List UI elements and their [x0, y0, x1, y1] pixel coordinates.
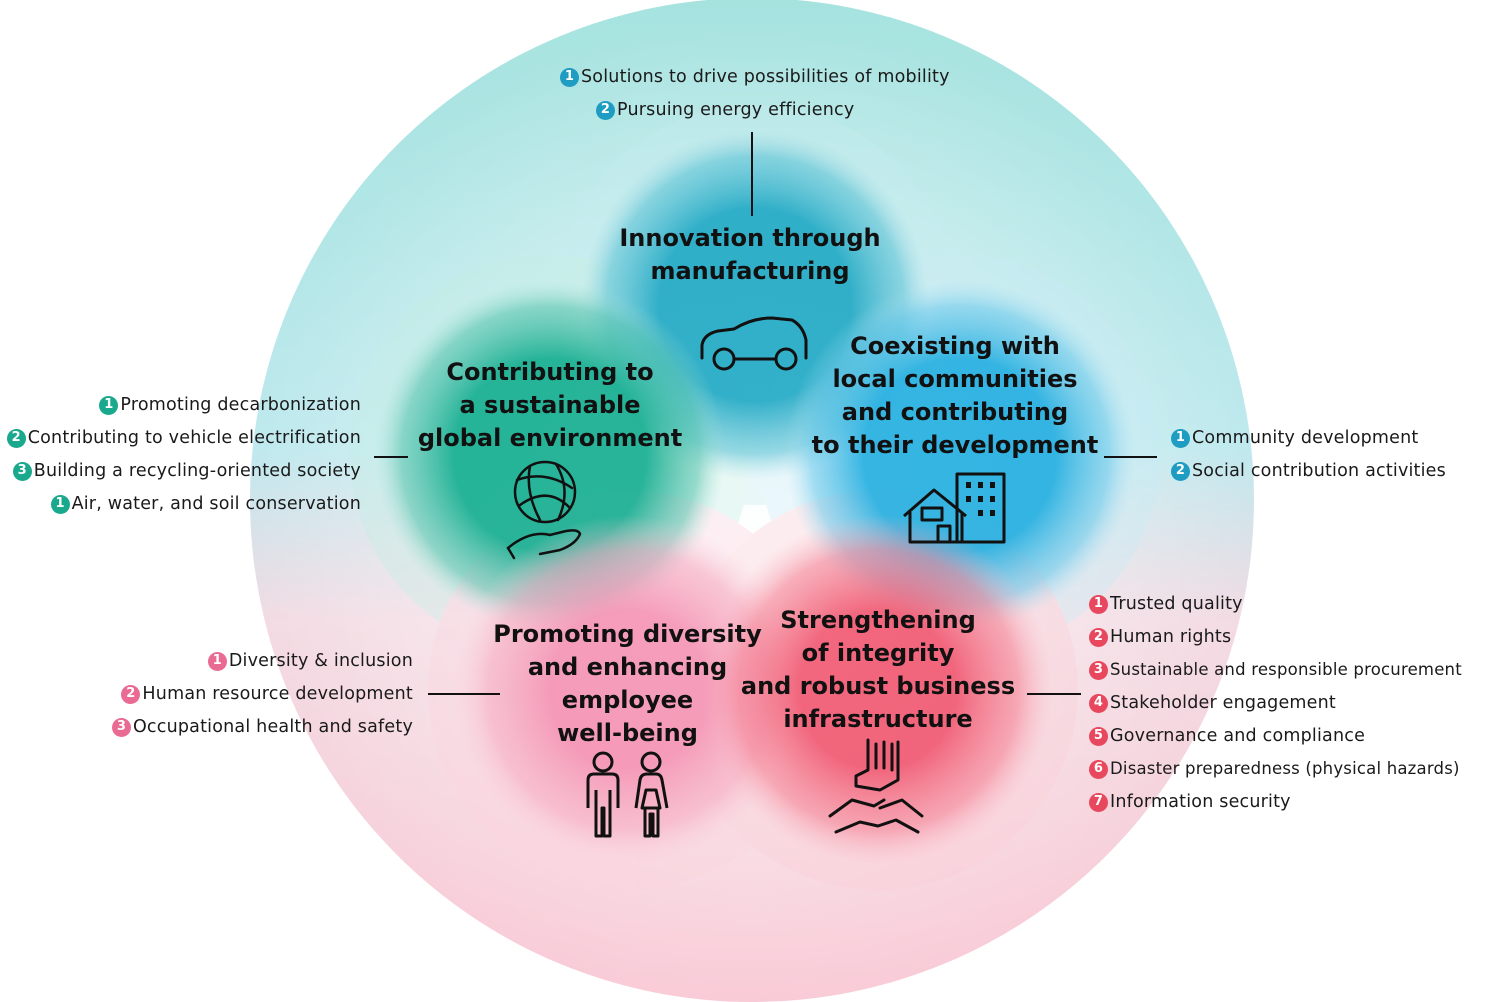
number-badge: 2 [1171, 461, 1190, 481]
item-text: Sustainable and responsible procurement [1110, 660, 1462, 679]
item-text: Solutions to drive possibilities of mobi… [581, 67, 950, 87]
stacked-hands-icon [828, 738, 924, 834]
innovation-item: 2 Pursuing energy efficiency [596, 99, 854, 121]
number-badge: 2 [596, 100, 615, 120]
title-line: manufacturing [650, 257, 850, 285]
item-text: Human resource development [142, 684, 413, 704]
number-badge: 3 [1089, 660, 1108, 680]
title-line: infrastructure [783, 705, 973, 733]
diversity-item: 1 Diversity & inclusion [0, 650, 413, 672]
title-line: local communities [832, 365, 1078, 393]
communities-title: Coexisting with local communities and co… [805, 330, 1105, 462]
item-text: Occupational health and safety [132, 717, 413, 737]
environment-item: 1 Promoting decarbonization [0, 394, 361, 416]
environment-title: Contributing to a sustainable global env… [400, 356, 700, 455]
item-text: Building a recycling-oriented society [33, 461, 361, 481]
number-badge: 1 [50, 494, 70, 514]
diversity-item: 3 Occupational health and safety [0, 716, 413, 738]
item-text: Contributing to vehicle electrification [27, 428, 361, 448]
globe-in-hand-icon [506, 460, 582, 560]
number-badge: 3 [111, 717, 131, 737]
number-badge: 3 [12, 461, 32, 481]
title-line: Contributing to [446, 358, 654, 386]
item-text: Stakeholder engagement [1110, 693, 1336, 713]
item-text: Promoting decarbonization [120, 395, 361, 415]
item-text: Social contribution activities [1192, 461, 1446, 481]
item-text: Governance and compliance [1110, 726, 1366, 746]
number-badge: 4 [1089, 693, 1108, 713]
item-text: Community development [1192, 428, 1419, 448]
item-text: Air, water, and soil conservation [71, 494, 361, 514]
integrity-item: 3 Sustainable and responsible procuremen… [1089, 659, 1462, 681]
number-badge: 5 [1089, 726, 1108, 746]
integrity-circle [703, 515, 1053, 865]
number-badge: 1 [1089, 594, 1108, 614]
communities-item: 2 Social contribution activities [1171, 460, 1446, 482]
item-text: Information security [1110, 792, 1291, 812]
item-text: Human rights [1110, 627, 1232, 647]
title-line: to their development [811, 431, 1099, 459]
number-badge: 2 [1089, 627, 1108, 647]
house-and-building-icon [903, 472, 1006, 544]
title-line: well-being [557, 719, 698, 747]
integrity-title: Strengthening of integrity and robust bu… [728, 604, 1028, 736]
title-line: a sustainable [459, 391, 641, 419]
innovation-item: 1 Solutions to drive possibilities of mo… [560, 66, 950, 88]
number-badge: 6 [1089, 759, 1108, 779]
number-badge: 1 [560, 67, 579, 87]
title-line: and enhancing [527, 653, 728, 681]
number-badge: 2 [121, 684, 141, 704]
environment-item: 1 Air, water, and soil conservation [0, 493, 361, 515]
title-line: Innovation through [619, 224, 881, 252]
title-line: Promoting diversity [493, 620, 762, 648]
item-text: Trusted quality [1110, 594, 1243, 614]
integrity-item: 1 Trusted quality [1089, 593, 1243, 615]
title-line: Strengthening [780, 606, 976, 634]
number-badge: 1 [207, 651, 227, 671]
diversity-circle [453, 515, 803, 865]
integrity-item: 4 Stakeholder engagement [1089, 692, 1336, 714]
people-icon [586, 751, 669, 838]
integrity-item: 2 Human rights [1089, 626, 1231, 648]
title-line: and contributing [841, 398, 1069, 426]
item-text: Diversity & inclusion [228, 651, 413, 671]
car-icon [700, 316, 808, 371]
title-line: Coexisting with [850, 332, 1060, 360]
environment-item: 3 Building a recycling-oriented society [0, 460, 361, 482]
number-badge: 1 [99, 395, 119, 415]
item-text: Pursuing energy efficiency [617, 100, 855, 120]
number-badge: 7 [1089, 792, 1108, 812]
number-badge: 1 [1171, 428, 1190, 448]
environment-item: 2 Contributing to vehicle electrificatio… [0, 427, 361, 449]
integrity-item: 6 Disaster preparedness (physical hazard… [1089, 758, 1460, 780]
diversity-title: Promoting diversity and enhancing employ… [475, 618, 780, 750]
item-text: Disaster preparedness (physical hazards) [1110, 759, 1460, 778]
integrity-item: 5 Governance and compliance [1089, 725, 1365, 747]
title-line: employee [561, 686, 694, 714]
title-line: and robust business [740, 672, 1016, 700]
title-line: global environment [417, 424, 683, 452]
title-line: of integrity [801, 639, 955, 667]
communities-item: 1 Community development [1171, 427, 1419, 449]
connector-lines [374, 132, 1157, 695]
number-badge: 2 [6, 428, 26, 448]
integrity-item: 7 Information security [1089, 791, 1291, 813]
diversity-item: 2 Human resource development [0, 683, 413, 705]
innovation-title: Innovation through manufacturing [600, 222, 900, 288]
